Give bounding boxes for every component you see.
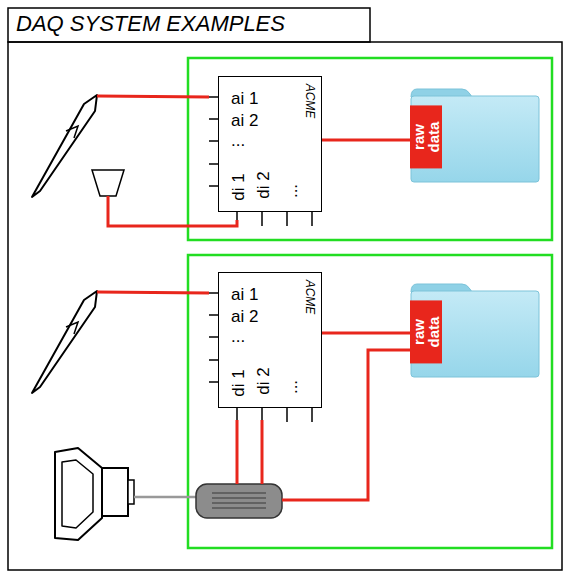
- pin-tick: [286, 212, 288, 226]
- pin-tick: [209, 185, 218, 187]
- camera-icon: [55, 448, 134, 540]
- electrode-wire: [97, 292, 209, 293]
- trigger-wire: [236, 420, 239, 484]
- pin-label: di 1: [230, 173, 247, 200]
- system-group: [188, 255, 552, 548]
- pin-tick: [311, 212, 313, 226]
- title-tab: [8, 8, 370, 42]
- interface-stripe: [212, 492, 266, 494]
- pin-tick: [209, 336, 218, 338]
- pin-label: ai 2: [231, 112, 258, 129]
- pin-tick: [261, 408, 263, 422]
- folder-body: [411, 291, 539, 377]
- pin-tick: [209, 381, 218, 383]
- interface-stripe: [212, 497, 266, 499]
- pin-label: ...: [231, 132, 245, 149]
- pin-tick: [209, 314, 218, 316]
- outer-frame: [8, 42, 562, 570]
- pin-tick: [209, 292, 218, 294]
- data-wire: [322, 332, 410, 335]
- electrode-icon: [32, 291, 97, 393]
- camera-body: [102, 468, 128, 516]
- pin-label: di 2: [255, 367, 272, 394]
- system-group: [188, 58, 552, 240]
- pin-label: ai 1: [231, 286, 258, 303]
- camera-lens-plate: [62, 460, 93, 528]
- electrode-body: [32, 95, 97, 197]
- pin-tick: [209, 359, 218, 361]
- folder-body: [411, 96, 539, 182]
- interface-body: [196, 484, 282, 518]
- pin-tick: [311, 408, 313, 422]
- pin-label: di 1: [230, 369, 247, 396]
- data-folder: raw data: [410, 88, 540, 183]
- electrode-wire: [97, 96, 209, 97]
- folder-label: raw data: [410, 106, 442, 169]
- pin-label: ...: [283, 184, 300, 198]
- pin-label: ...: [231, 328, 245, 345]
- pin-label: di 2: [255, 171, 272, 198]
- camera-cable: [134, 496, 196, 499]
- trigger-wire: [261, 420, 264, 484]
- daq-device-box: ai 1 ai 2... di 1 di 2... ACME: [218, 272, 322, 408]
- daq-device-box: ai 1 ai 2... di 1 di 2... ACME: [218, 76, 322, 212]
- pin-tick: [236, 408, 238, 422]
- folder-label: raw data: [410, 301, 442, 364]
- electrode-detail: [66, 322, 78, 334]
- pin-label: ai 1: [231, 90, 258, 107]
- pin-tick: [261, 212, 263, 226]
- pin-label: ai 2: [231, 308, 258, 325]
- electrode-icon: [32, 95, 97, 197]
- interface-box: [196, 484, 282, 518]
- diagram-title: DAQ SYSTEM EXAMPLES: [16, 13, 285, 35]
- electrode-detail: [66, 126, 78, 138]
- pin-tick: [209, 163, 218, 165]
- pin-label: ...: [283, 380, 300, 394]
- pin-tick: [209, 140, 218, 142]
- data-folder: raw data: [410, 283, 540, 378]
- device-name: ACME: [304, 280, 316, 315]
- pin-tick: [209, 96, 218, 98]
- interface-stripe: [212, 502, 266, 504]
- camera-back: [128, 480, 134, 504]
- data-wire: [322, 139, 410, 142]
- pin-tick: [286, 408, 288, 422]
- device-name: ACME: [304, 84, 316, 119]
- microphone-icon: [92, 170, 124, 196]
- electrode-body: [32, 291, 97, 393]
- pin-tick: [209, 118, 218, 120]
- interface-stripe: [212, 507, 266, 509]
- camera-front: [55, 448, 102, 540]
